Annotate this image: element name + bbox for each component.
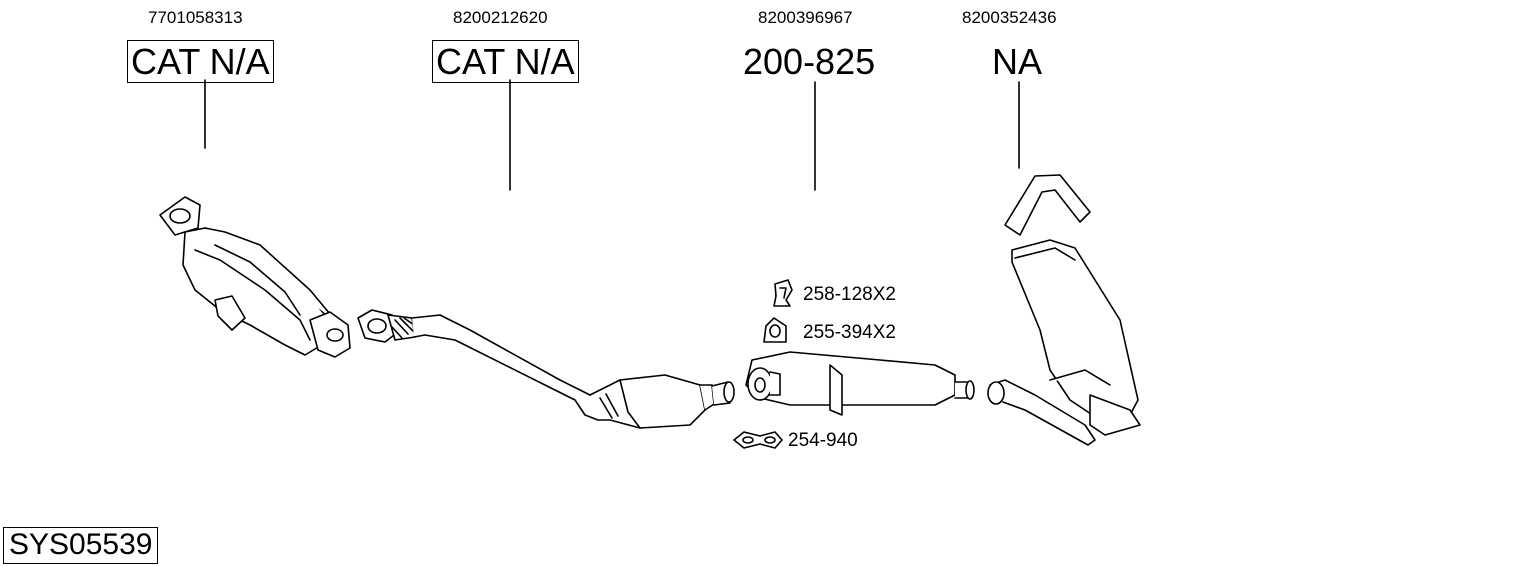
- mounting-rubber-icon: [763, 317, 787, 343]
- clamp-icon: [733, 431, 783, 449]
- rubber-hanger-icon: [773, 279, 793, 307]
- manifold-catalyst-part: [159, 196, 351, 358]
- system-code-box: SYS05539: [3, 527, 159, 564]
- part-4-code: NA: [992, 41, 1043, 82]
- part-2-oem-number: 8200212620: [453, 8, 548, 27]
- part-3-oem-number: 8200396967: [758, 8, 853, 27]
- middle-silencer-part: [745, 351, 975, 416]
- accessory-label-clamp: 254-940: [788, 430, 858, 451]
- accessory-label-mounting-rubber: 255-394X2: [803, 322, 896, 343]
- part-2-code: CAT N/A: [432, 40, 579, 83]
- accessory-label-rubber-hanger: 258-128X2: [803, 284, 896, 305]
- part-3-code: 200-825: [743, 41, 876, 82]
- front-pipe-catalyst-part: [357, 309, 735, 429]
- part-1-oem-number: 7701058313: [148, 8, 243, 27]
- part-4-oem-number: 8200352436: [962, 8, 1057, 27]
- part-1-code: CAT N/A: [127, 40, 274, 83]
- rear-silencer-part: [987, 174, 1141, 446]
